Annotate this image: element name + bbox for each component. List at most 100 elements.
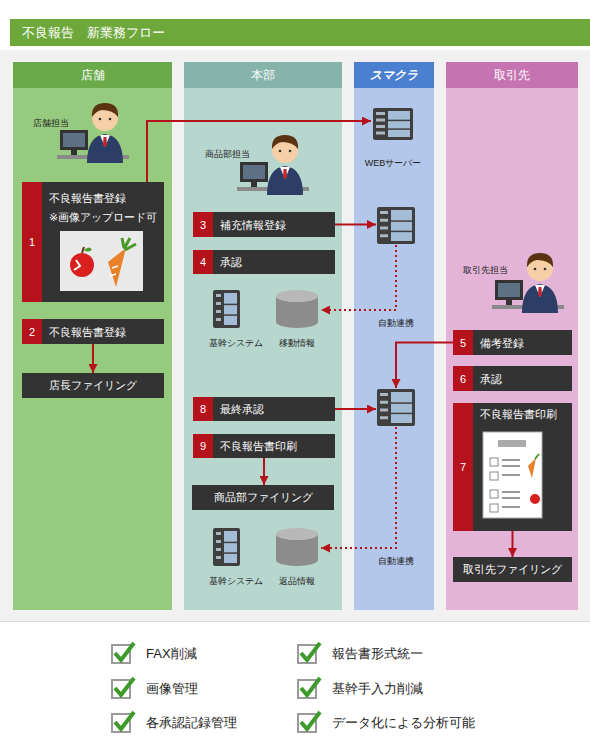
flow-arrow (396, 343, 453, 389)
step-number: 9 (193, 434, 213, 458)
process-box: 9 不良報告書印刷 (193, 434, 335, 458)
lane-title: 取引先 (446, 62, 578, 88)
step-text: 承認 (480, 372, 571, 386)
report-illustration (483, 432, 542, 518)
database-cylinder: 返品情報 (273, 526, 321, 588)
swimlane: 本部 3 補充情報登録 4 承認基幹システム 移動情報 8 最終承認 9 不良報告書印刷商品部ファ… (184, 62, 342, 610)
filing-box: 店長ファイリング (22, 373, 164, 398)
check-icon (298, 712, 320, 732)
kikan-graphic (213, 528, 240, 566)
server-graphic (373, 108, 413, 140)
checkbox-icons (112, 643, 320, 732)
check-icon (112, 712, 134, 732)
icon-label: 移動情報 (279, 337, 315, 349)
store-staff (57, 103, 129, 163)
staff-label: 店舗担当 (33, 115, 69, 131)
flow-arrow (92, 344, 94, 373)
server-graphic (377, 389, 415, 426)
sync-connector (321, 245, 396, 310)
step-number: 5 (453, 330, 473, 355)
step-body: 不良報告書登録※画像アップロード可 (49, 182, 163, 302)
filing-text: 商品部ファイリング (192, 485, 334, 510)
benefit-item: 基幹手入力削減 (332, 681, 423, 697)
check-icon (112, 678, 134, 698)
flow-arrow (512, 531, 514, 557)
staff-label: 商品部担当 (205, 146, 250, 162)
lane-title: スマクラ (354, 62, 434, 88)
process-box: 2 不良報告書登録 (22, 319, 164, 344)
swimlane: スマクラ WEBサーバー (354, 62, 434, 610)
process-box: 8 最終承認 (193, 397, 335, 421)
edge-label: 自動連携 (378, 317, 414, 329)
step-number: 4 (193, 250, 213, 274)
system-icon: 基幹システム (205, 288, 267, 350)
step-number: 7 (453, 403, 473, 531)
flow-arrow (335, 224, 376, 226)
check-icon (298, 678, 320, 698)
server-icon (376, 388, 416, 427)
process-box: 4 承認 (193, 250, 335, 274)
check-icon (298, 643, 320, 663)
process-box: 3 補充情報登録 (193, 212, 335, 237)
icon-label: 返品情報 (279, 575, 315, 587)
filing-box: 商品部ファイリング (192, 485, 334, 510)
flow-arrow (147, 121, 371, 182)
step-number: 3 (193, 212, 213, 237)
step-body: 不良報告書登録 (49, 319, 163, 344)
step-number: 2 (22, 319, 42, 344)
benefit-item: FAX削減 (146, 646, 197, 662)
step-body: 承認 (220, 250, 334, 274)
server-icon: WEBサーバー (371, 106, 415, 170)
step-text: 備考登録 (480, 336, 571, 350)
step-body: 備考登録 (480, 330, 571, 355)
icon-label: 基幹システム (209, 337, 263, 349)
server-icon (376, 206, 416, 245)
edge-label: 自動連携 (378, 555, 414, 567)
step-text: 補充情報登録 (220, 218, 334, 232)
benefit-item: 画像管理 (146, 681, 198, 697)
step-number: 1 (22, 182, 42, 302)
process-box: 6 承認 (453, 366, 572, 391)
filing-box: 取引先ファイリング (453, 557, 572, 582)
step-text: ※画像アップロード可 (49, 208, 163, 227)
step-text: 不良報告書登録 (49, 189, 163, 208)
filing-text: 店長ファイリング (22, 373, 164, 398)
system-icon: 基幹システム (205, 526, 267, 588)
benefit-item: 報告書形式統一 (332, 646, 423, 662)
icon-label: 基幹システム (209, 575, 263, 587)
step-number: 8 (193, 397, 213, 421)
step-body: 承認 (480, 366, 571, 391)
sync-connector (321, 427, 396, 548)
icon-label: WEBサーバー (365, 157, 422, 169)
step-body: 不良報告書印刷 (480, 403, 571, 531)
lane-title: 本部 (184, 62, 342, 88)
step-text: 不良報告書印刷 (220, 439, 334, 453)
process-box: 7不良報告書印刷 (453, 403, 572, 531)
step-body: 補充情報登録 (220, 212, 334, 237)
db-graphic (275, 528, 319, 566)
step-text: 不良報告書登録 (49, 325, 163, 339)
kikan-graphic (213, 290, 240, 328)
supplier-staff (492, 253, 564, 313)
server-graphic (377, 207, 415, 244)
database-cylinder: 移動情報 (273, 288, 321, 350)
produce-illustration (60, 231, 143, 291)
staff-label: 取引先担当 (463, 262, 508, 278)
process-box: 1不良報告書登録※画像アップロード可 (22, 182, 164, 302)
swimlane: 取引先 5 備考登録 6 承認 7不良報告書印刷取引先ファイリング (446, 62, 578, 610)
check-icon (112, 643, 134, 663)
hq-staff (237, 135, 309, 195)
staff-illustration (57, 103, 564, 313)
lane-title: 店舗 (13, 62, 172, 88)
step-number: 6 (453, 366, 473, 391)
step-text: 承認 (220, 255, 334, 269)
step-text: 最終承認 (220, 402, 334, 416)
db-graphic (275, 290, 319, 328)
flow-arrow (263, 458, 265, 485)
flow-arrow (335, 408, 376, 410)
filing-text: 取引先ファイリング (453, 557, 572, 582)
